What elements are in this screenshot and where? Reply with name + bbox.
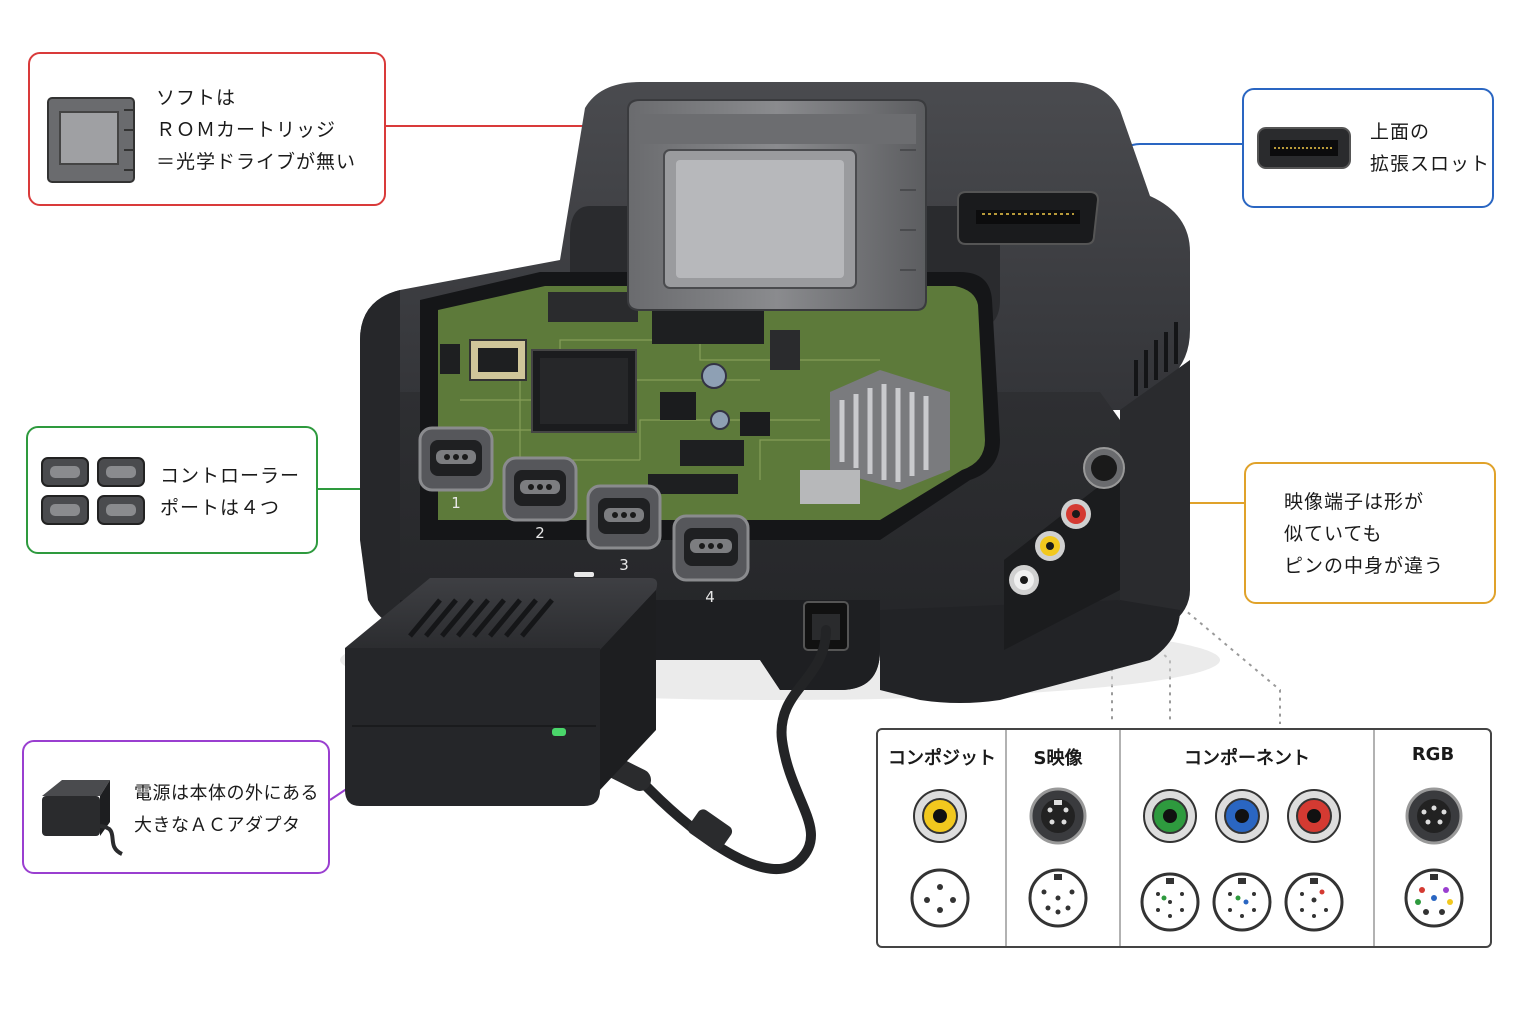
callout-cartridge-line-2: ＲＯＭカートリッジ [156,119,337,141]
rom-cartridge [627,99,927,311]
side-av-jacks [1004,447,1125,650]
callout-video-line-3: ピンの中身が違う [1284,555,1445,577]
controller-ports [418,426,750,582]
controller-port-3 [586,484,662,550]
signal-header-composite: コンポジット [888,748,996,769]
expansion-slot [957,191,1100,245]
port-number-1: 1 [451,494,461,512]
mini-controller-ports-icon [41,457,145,525]
mini-ac-adapter-icon [42,780,124,856]
callout-video-line-2: 似ていても [1284,523,1383,545]
callout-power-line-2: 大きなＡＣアダプタ [134,815,301,836]
heatsink [830,370,950,490]
adapter-led [552,728,566,736]
port-number-4: 4 [705,588,715,606]
callout-controller: コントローラー ポートは４つ [26,426,318,554]
callout-video: 映像端子は形が 似ていても ピンの中身が違う [1244,462,1496,604]
side-white-jack [1009,565,1039,595]
port-number-2: 2 [535,524,545,542]
port-number-3: 3 [619,556,629,574]
signal-header-svideo: S映像 [1033,748,1083,769]
mini-expansion-slot-icon [1257,127,1351,169]
callout-power-line-1: 電源は本体の外にある [134,783,319,804]
callout-expansion-line-1: 上面の [1370,121,1431,143]
signal-header-rgb: RGB [1411,744,1455,765]
callout-controller-line-1: コントローラー [160,465,301,487]
callout-controller-line-2: ポートは４つ [160,497,281,519]
side-yellow-jack [1035,531,1065,561]
callout-cartridge: ソフトは ＲＯＭカートリッジ ＝光学ドライブが無い [28,52,386,206]
callout-expansion-line-2: 拡張スロット [1370,153,1491,175]
signal-header-component: コンポーネント [1184,748,1310,769]
callout-expansion: 上面の 拡張スロット [1242,88,1494,208]
callout-cartridge-line-3: ＝光学ドライブが無い [156,151,357,173]
side-red-jack [1061,499,1091,529]
callout-power: 電源は本体の外にある 大きなＡＣアダプタ [22,740,330,874]
pcb-cutaway [420,272,1000,540]
controller-port-2 [502,456,578,522]
mini-cartridge-icon [47,97,135,183]
callout-video-line-1: 映像端子は形が [1284,491,1425,513]
callout-cartridge-line-1: ソフトは [156,87,237,109]
controller-port-1 [418,426,494,492]
controller-port-4 [672,514,750,582]
ac-adapter [345,578,658,806]
side-svideo-jack [1083,447,1125,489]
